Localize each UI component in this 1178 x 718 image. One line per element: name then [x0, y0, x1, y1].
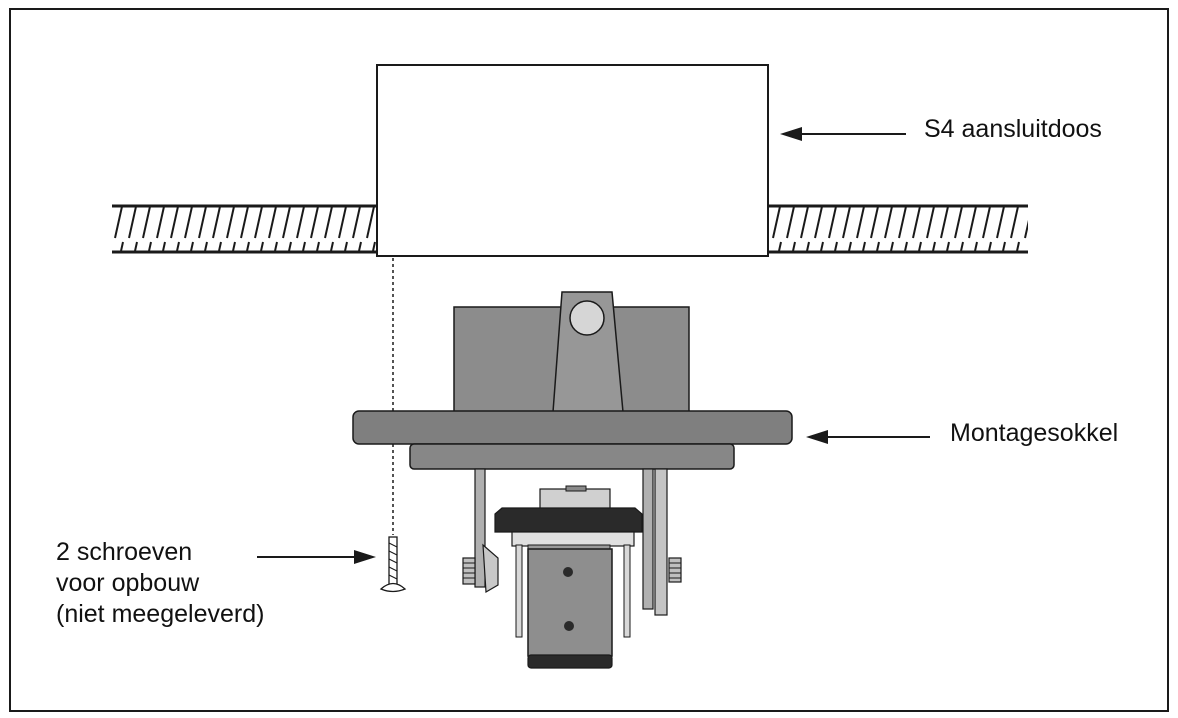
junction-box: [376, 64, 769, 257]
camera-side-bracket-left: [515, 544, 523, 638]
bracket-hole: [569, 300, 605, 336]
camera-body: [527, 548, 613, 657]
diagram-frame: [9, 8, 1169, 712]
camera-screw-top: [563, 567, 573, 577]
knob-left: [462, 557, 476, 585]
mounting-base-lower-plate: [409, 443, 735, 470]
mounting-base-plate: [352, 410, 793, 445]
arrow-screws: [257, 550, 376, 564]
knob-right: [668, 557, 682, 583]
post-right-inner: [654, 468, 668, 616]
ceiling-right: [768, 206, 1028, 252]
camera-clamp-plate: [494, 507, 643, 533]
label-junction-box: S4 aansluitdoos: [924, 115, 1102, 143]
camera-side-bracket-right: [623, 544, 631, 638]
label-screws-line2: voor opbouw: [56, 569, 200, 597]
camera-connector-top: [539, 488, 611, 510]
clip-left: [482, 543, 499, 594]
camera-collar: [511, 531, 635, 547]
post-left: [474, 468, 486, 588]
label-screws-line3: (niet meegeleverd): [56, 600, 265, 628]
label-screws: 2 schroeven voor opbouw (niet meegelever…: [56, 537, 264, 630]
label-mounting-base: Montagesokkel: [950, 419, 1119, 447]
ceiling: [112, 204, 1028, 254]
post-right-outer: [642, 468, 654, 610]
screw-icon: [379, 536, 407, 593]
camera-base-ring: [527, 654, 613, 669]
label-screws-line1: 2 schroeven: [56, 538, 193, 566]
ceiling-left: [112, 206, 378, 252]
arrow-mounting-base: [806, 430, 930, 444]
arrow-junction-box: [780, 127, 906, 141]
camera-screw-bottom: [564, 621, 574, 631]
